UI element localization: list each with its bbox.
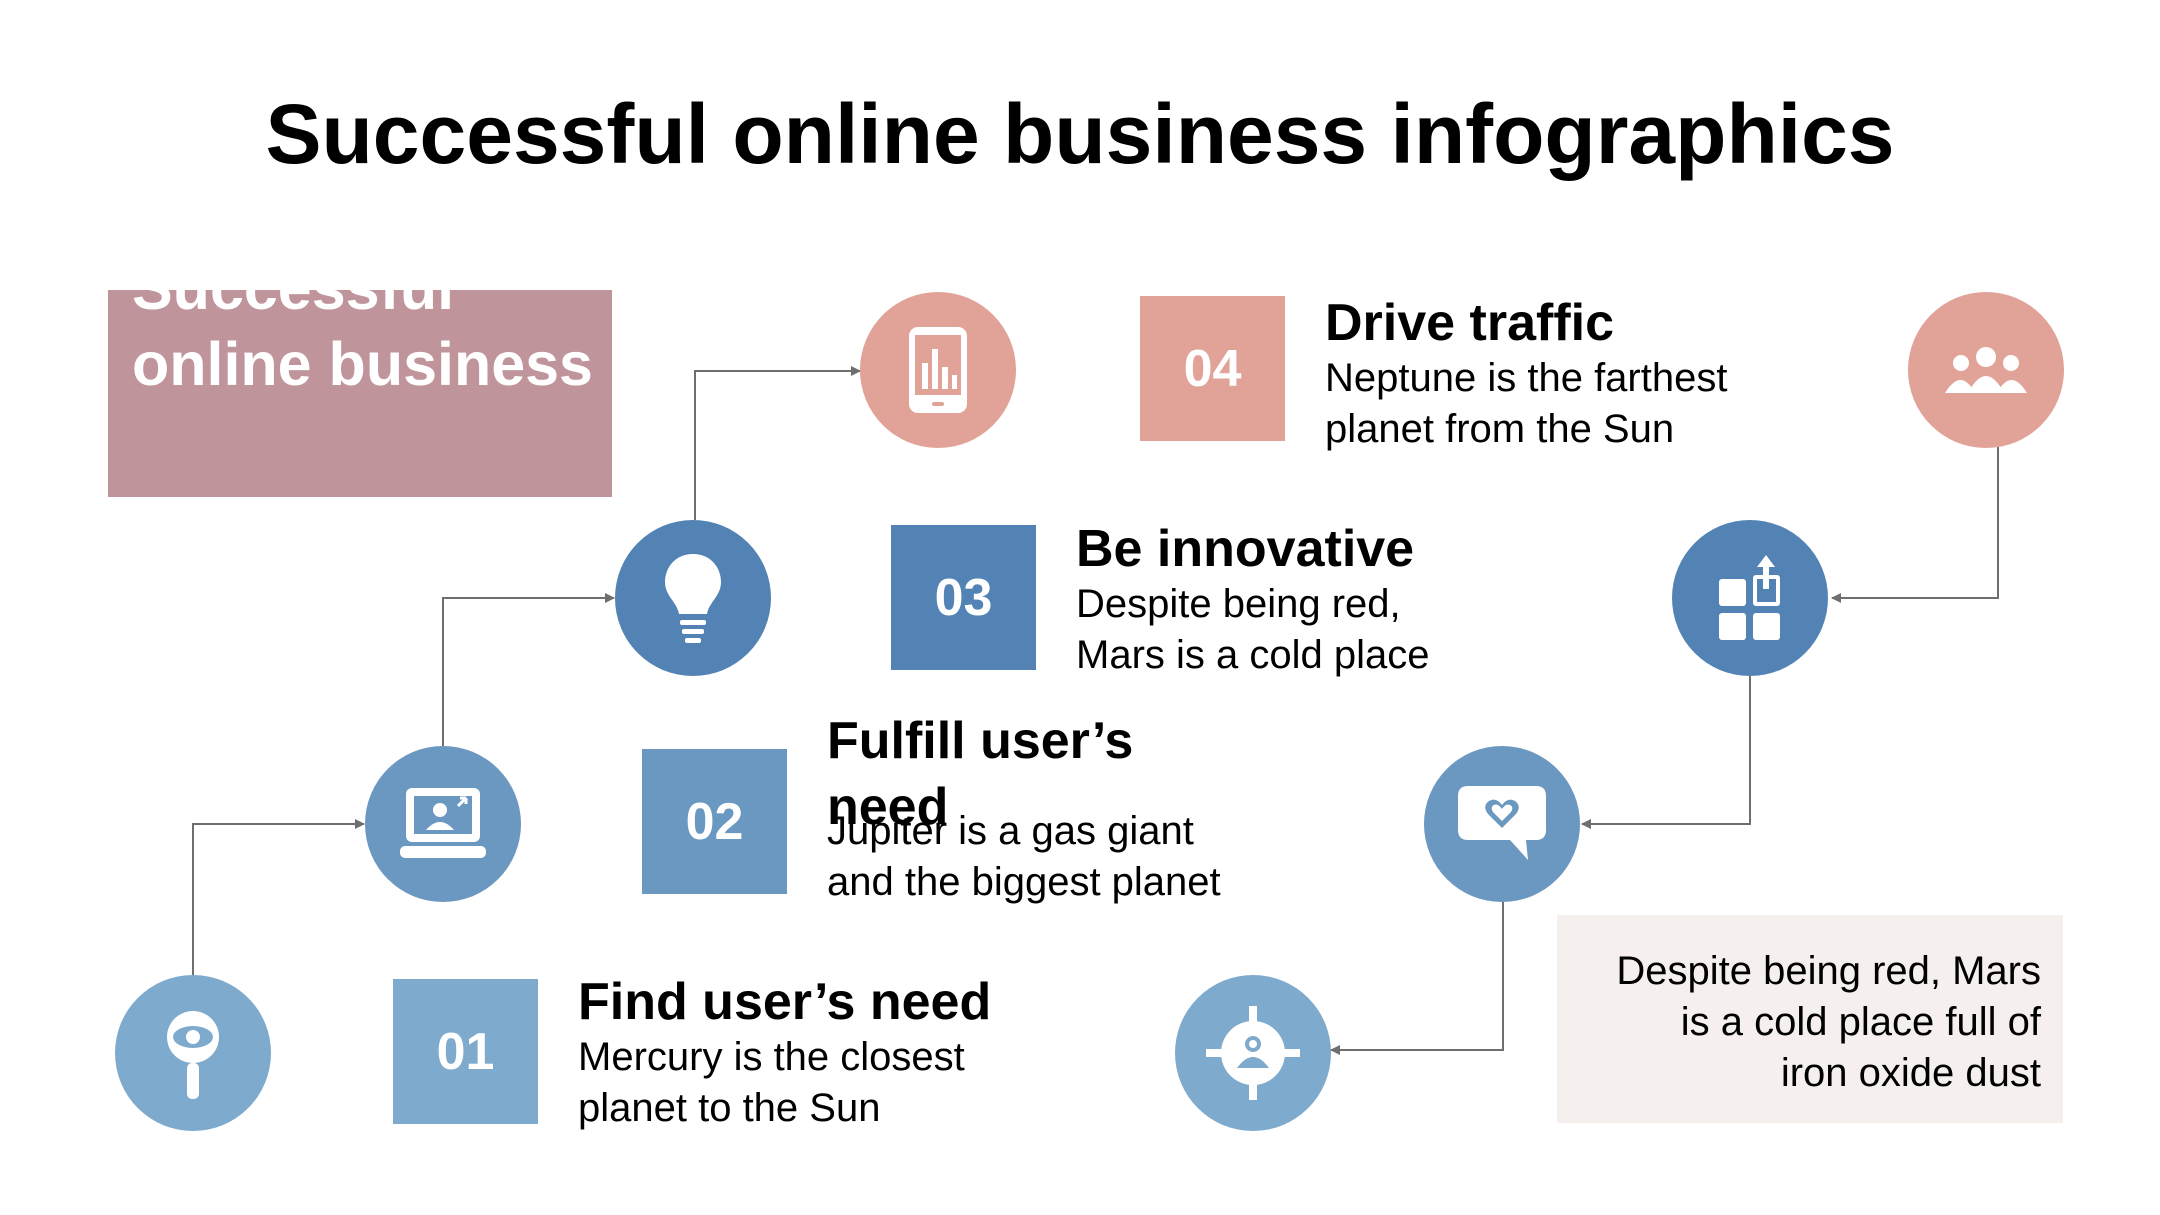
note-box: Despite being red, Mars is a cold place … [1557,915,2063,1123]
note-text: Despite being red, Mars is a cold place … [1571,946,2041,1099]
step-1-desc-line1: Mercury is the closest [578,1035,965,1079]
note-line2: is a cold place full of [1680,1000,2041,1044]
step-4-description: Neptune is the farthest planet from the … [1325,353,1785,455]
target-user-icon [1175,975,1331,1131]
note-line3: iron oxide dust [1780,1051,2041,1095]
step-4-desc-line2: planet from the Sun [1325,407,1675,451]
laptop-user-icon [365,746,521,902]
step-3-title: Be innovative [1076,520,1415,578]
connector-r1-r2 [1831,447,1999,603]
note-line1: Despite being red, Mars [1616,949,2041,993]
connector-1-2 [192,819,365,975]
connector-r2-r3 [1581,676,1751,829]
team-icon [1908,292,2064,448]
step-3-desc-line2: Mars is a cold place [1076,633,1430,677]
step-1-title: Find user’s need [578,973,992,1031]
mobile-chart-icon [860,292,1016,448]
step-2-desc-line1: Jupiter is a gas giant [827,809,1194,853]
apps-upload-icon [1672,520,1828,676]
step-3-number: 03 [891,525,1036,670]
step-4-desc-line1: Neptune is the farthest [1325,356,1728,400]
step-2-desc-line2: and the biggest planet [827,860,1221,904]
step-2-description: Jupiter is a gas giant and the biggest p… [827,806,1287,908]
connector-3-4 [694,366,861,520]
connector-2-3 [442,593,615,746]
title-tag-box: Successful online business [108,290,612,497]
heart-chat-icon [1424,746,1580,902]
step-1-desc-line2: planet to the Sun [578,1086,881,1130]
step-2-title: Fulfill user’s need [827,712,1134,836]
step-4-title: Drive traffic [1325,294,1614,352]
page-title: Successful online business infographics [265,87,1895,181]
magnifier-eye-icon [115,975,271,1131]
step-4-number: 04 [1140,296,1285,441]
title-tag-text: Successful online business [132,290,593,398]
step-1-number: 01 [393,979,538,1124]
connector-r3-r4 [1330,902,1504,1055]
step-3-desc-line1: Despite being red, [1076,582,1401,626]
step-1-description: Mercury is the closest planet to the Sun [578,1032,1038,1134]
lightbulb-icon [615,520,771,676]
step-2-number: 02 [642,749,787,894]
step-3-description: Despite being red, Mars is a cold place [1076,579,1536,681]
